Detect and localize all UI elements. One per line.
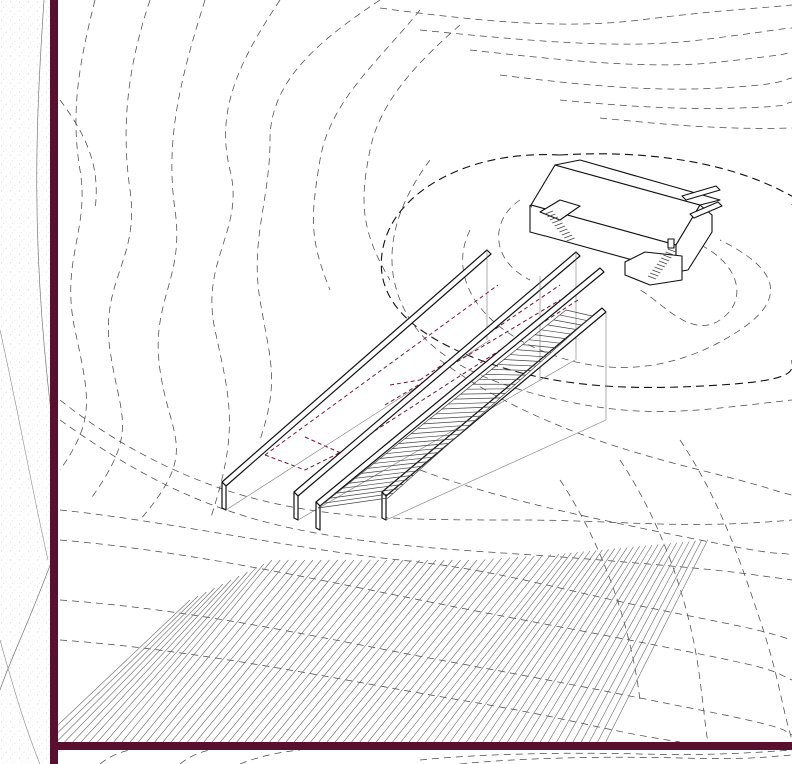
stair-icon — [317, 309, 593, 509]
stair-icon — [544, 210, 676, 280]
frame — [50, 0, 792, 764]
margin-curve — [36, 0, 53, 421]
hatched-field — [58, 539, 709, 742]
wall-2 — [293, 251, 581, 521]
contour-lines — [59, 0, 792, 742]
building-icon — [529, 159, 723, 286]
wall-3 — [315, 267, 605, 531]
stipple-margin — [0, 0, 52, 764]
margin-curve — [0, 329, 49, 561]
margin-curve — [0, 639, 41, 764]
wall-1 — [221, 249, 492, 511]
bottom-strip — [99, 750, 792, 764]
margin-curve — [0, 559, 53, 691]
